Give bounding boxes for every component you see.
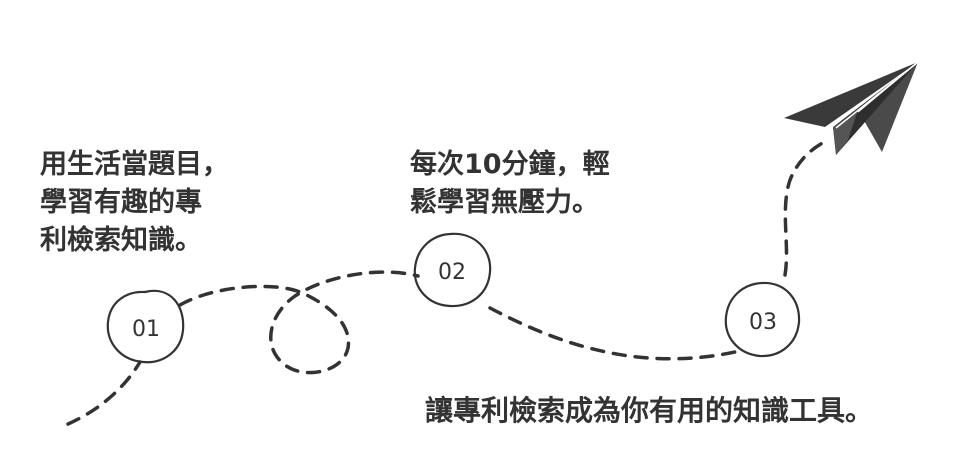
step-02-line-2: 鬆學習無壓力。 xyxy=(410,187,599,218)
step-number-03: 03 xyxy=(749,310,777,335)
step-01-line-2: 學習有趣的專 xyxy=(40,187,202,218)
marker-circle xyxy=(106,289,185,364)
dashed-path-start xyxy=(66,360,142,426)
step-number-01: 01 xyxy=(132,317,160,342)
step-01-description: 用生活當題目， 學習有趣的專 利檢索知識。 xyxy=(40,146,229,260)
marker-circle xyxy=(724,281,801,358)
paper-plane-icon xyxy=(784,61,919,155)
dashed-path-middle xyxy=(488,306,737,361)
step-marker-02: 02 xyxy=(413,232,492,308)
dashed-path-loop xyxy=(178,270,420,375)
dashed-path-end xyxy=(783,138,830,277)
step-number-02: 02 xyxy=(438,260,466,285)
step-02-line-1: 每次10分鐘，輕 xyxy=(410,149,610,180)
step-marker-01: 01 xyxy=(106,289,185,364)
step-marker-03: 03 xyxy=(724,281,801,358)
step-01-line-1: 用生活當題目， xyxy=(40,149,229,180)
marker-circle xyxy=(413,232,492,308)
step-01-line-3: 利檢索知識。 xyxy=(40,225,202,256)
step-02-description: 每次10分鐘，輕 鬆學習無壓力。 xyxy=(410,146,610,222)
tagline: 讓專利檢索成為你有用的知識工具。 xyxy=(425,394,874,427)
